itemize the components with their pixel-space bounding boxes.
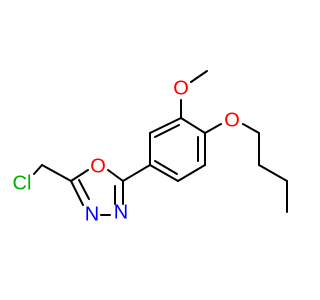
atom-label-chlorine: Cl: [13, 172, 32, 194]
atom-label-n3: N: [114, 201, 128, 223]
atom-label-butoxy-oxygen: O: [224, 109, 240, 131]
double-bond-oxadiazole-c5-n4: [78, 179, 90, 200]
double-bond-ring-d-e: [154, 160, 178, 175]
bond-ring-f-a: [149, 117, 182, 134]
bond-oxadiazole-c2-ring-oxygen: [107, 169, 124, 182]
bond-methyl-to-methoxy-oxygen: [190, 70, 208, 83]
bond-oxadiazole-c5-to-ch2: [41, 164, 72, 182]
bond-ch2-to-chlorine: [33, 164, 43, 175]
bond-ring-a-b: [180, 117, 206, 134]
atom-label-methoxy-oxygen: O: [173, 77, 189, 99]
bond-ring-to-butoxy-oxygen: [204, 123, 222, 134]
bond-ring-c-d: [177, 164, 206, 182]
atom-label-oxadiazole-oxygen: O: [90, 155, 106, 177]
bond-benzene-to-oxadiazole: [122, 164, 151, 182]
bond-ring-oxygen-oxadiazole-c5: [70, 169, 89, 182]
bond-oxadiazole-c5-n4: [70, 180, 84, 206]
bond-butyl-c2-c3: [258, 164, 288, 182]
bond-butoxy-oxygen-to-chain: [242, 123, 260, 134]
bond-ring-d-e: [149, 164, 179, 182]
chemical-structure-diagram: O O O N N Cl: [12, 70, 288, 226]
atom-label-n4: N: [85, 203, 99, 225]
double-bond-ring-a-f: [154, 124, 180, 138]
